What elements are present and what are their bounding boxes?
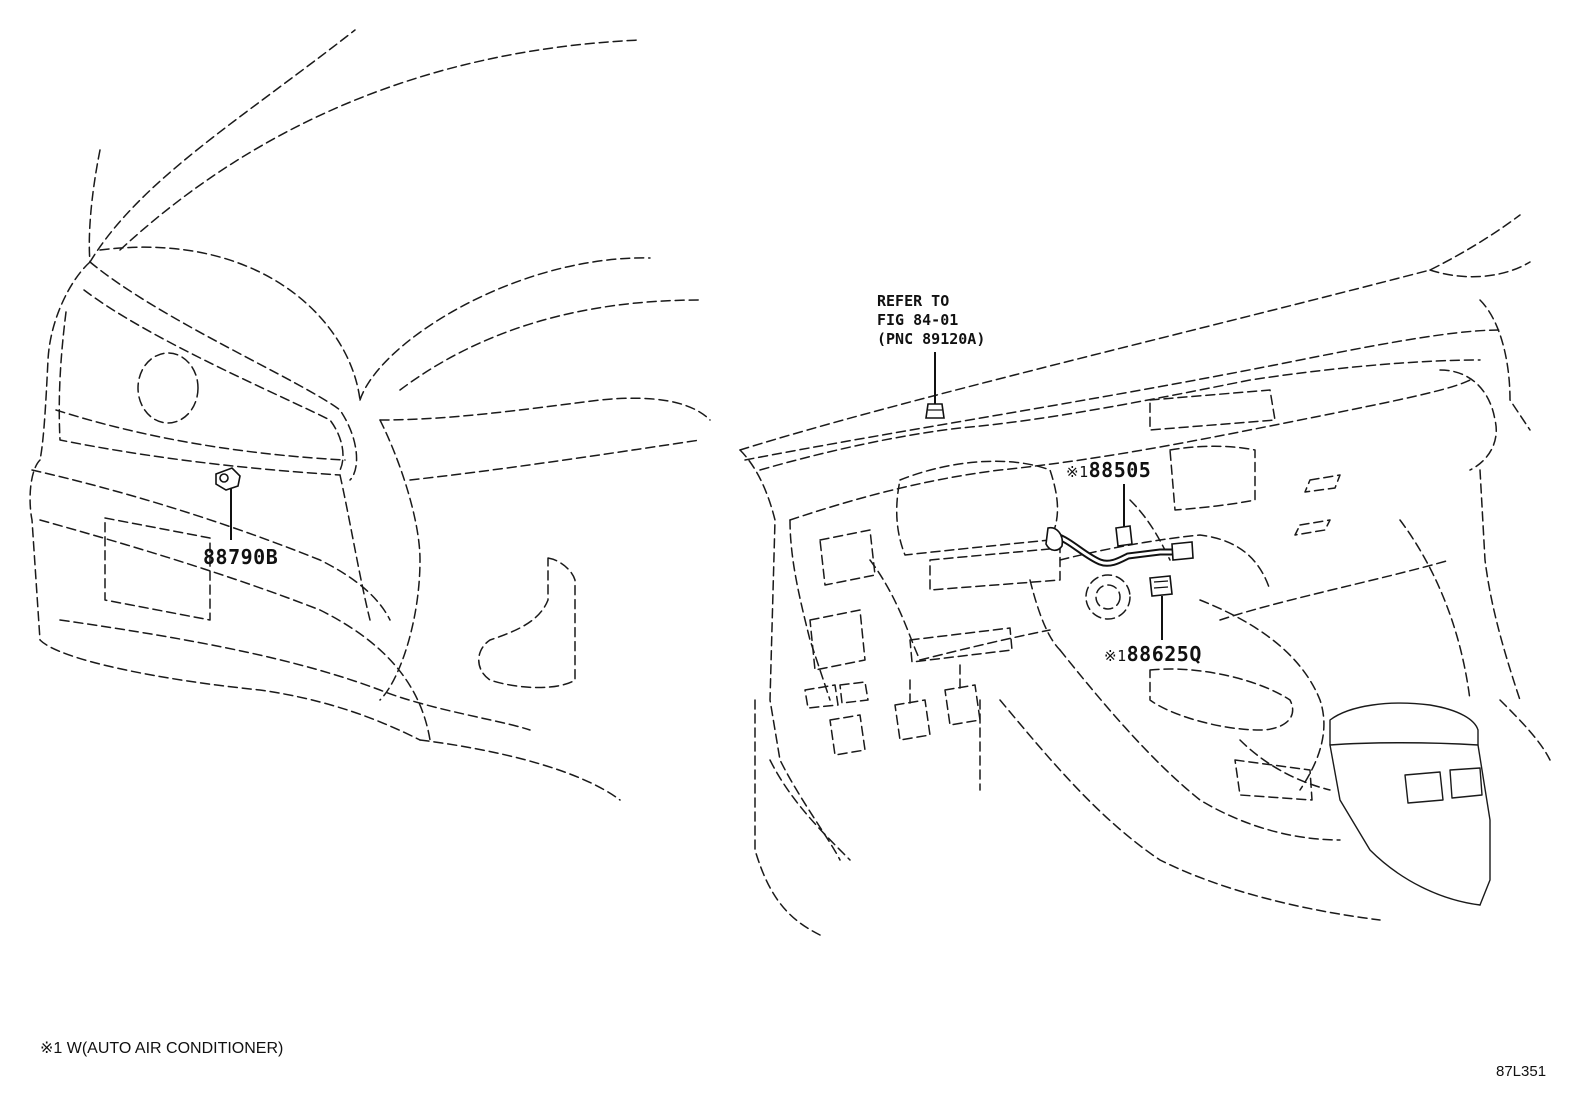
refer-sensor-part — [925, 352, 945, 419]
reference-line-1: REFER TO — [877, 292, 950, 310]
callout-88625Q: ※188625Q — [1104, 642, 1202, 666]
vehicle-front-illustration — [29, 29, 711, 801]
callout-88790B: 88790B — [203, 545, 278, 569]
footnote: ※1 W(AUTO AIR CONDITIONER) — [40, 1040, 284, 1057]
reference-line-2: FIG 84-01 — [877, 311, 959, 329]
callout-88790B-label: 88790B — [203, 545, 279, 569]
dash-sensor-part — [1045, 484, 1194, 567]
callout-88625Q-label: 88625Q — [1126, 642, 1202, 666]
reference-line-3: (PNC 89120A) — [877, 330, 986, 348]
lower-sensor-part — [1149, 575, 1173, 640]
callout-88505: ※188505 — [1066, 458, 1151, 482]
figure-id: 87L351 — [1496, 1063, 1547, 1080]
reference-note: REFER TO FIG 84-01 (PNC 89120A) — [877, 292, 985, 349]
callout-88505-label: 88505 — [1088, 458, 1152, 482]
callout-88505-prefix: ※1 — [1066, 463, 1089, 481]
front-sensor-part — [215, 467, 241, 540]
dashboard-interior-illustration — [739, 214, 1551, 936]
callout-88625Q-prefix: ※1 — [1104, 647, 1127, 665]
